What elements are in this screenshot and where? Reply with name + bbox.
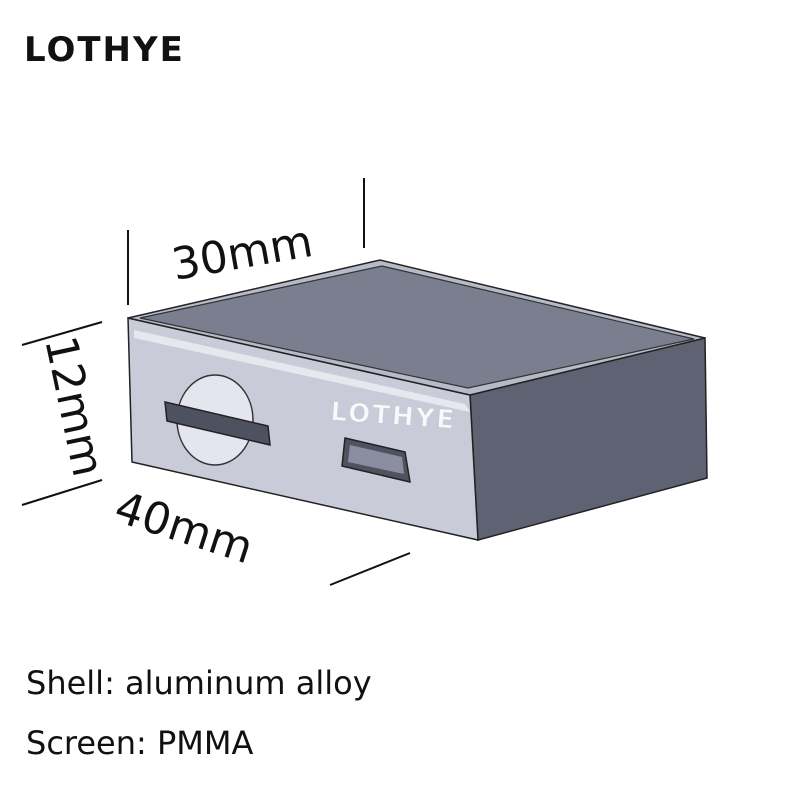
length-label: 40mm bbox=[109, 482, 260, 574]
screen bbox=[139, 265, 695, 389]
height-label: 12mm bbox=[34, 332, 113, 481]
spec-screen: Screen: PMMA bbox=[26, 724, 254, 762]
card-slot bbox=[164, 401, 271, 446]
brand-logo: LOTHYE bbox=[24, 30, 185, 70]
spec-shell: Shell: aluminum alloy bbox=[26, 664, 372, 702]
